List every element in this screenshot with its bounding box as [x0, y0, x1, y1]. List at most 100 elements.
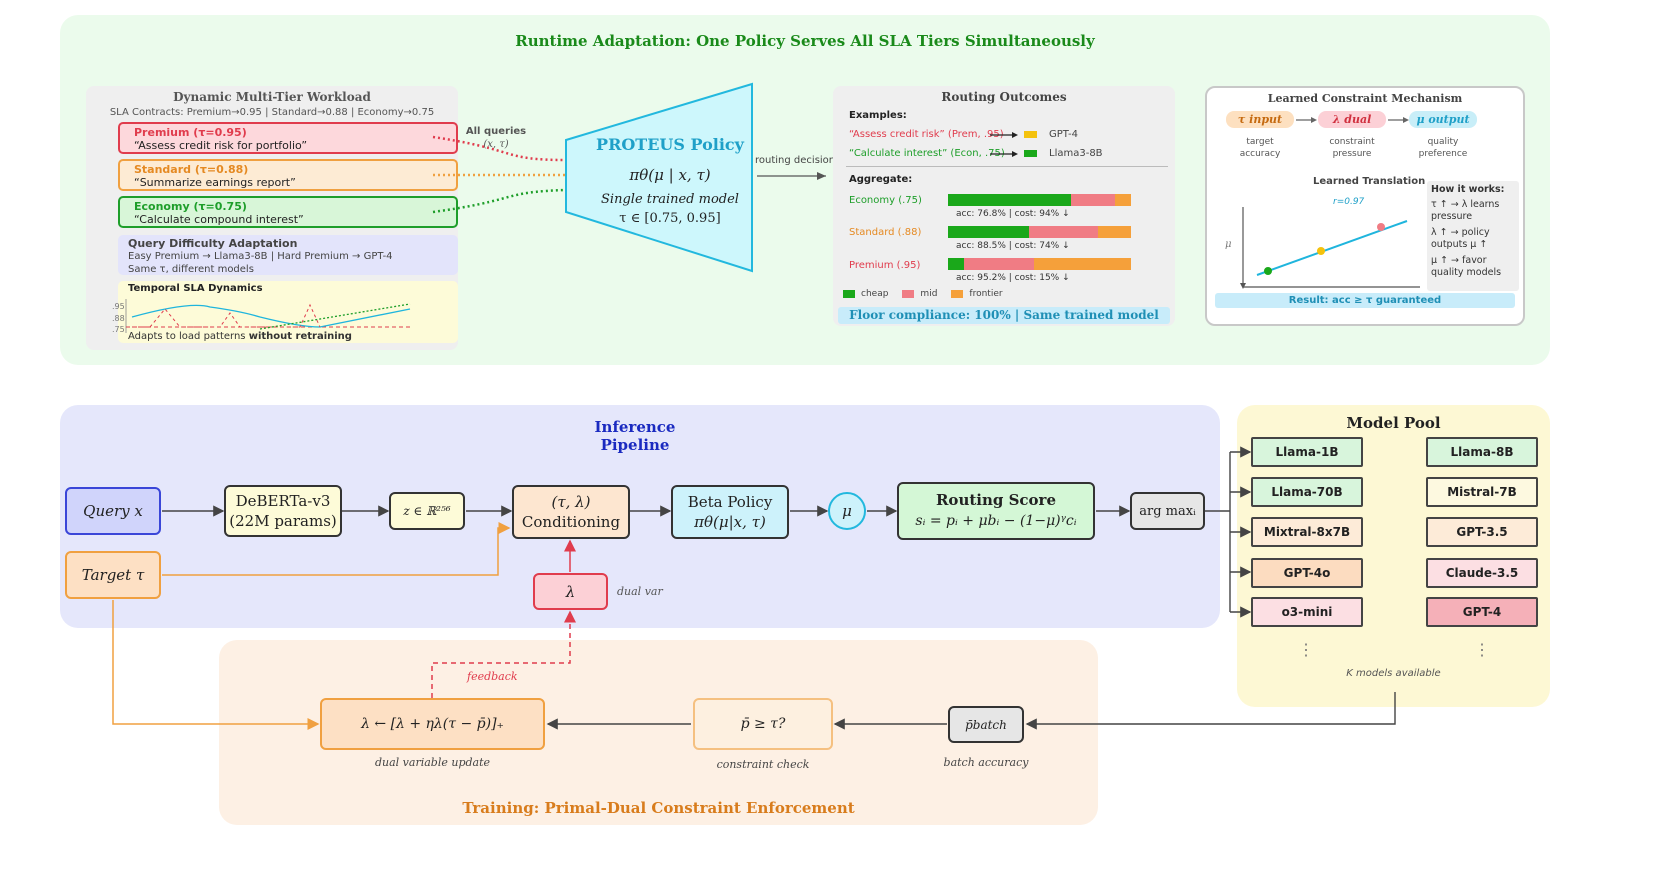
examples-title: Examples:: [849, 110, 907, 121]
model-llama-1b[interactable]: Llama-1B: [1251, 437, 1363, 467]
example-model-gpt4: GPT-4: [1049, 129, 1078, 140]
model-llama-70b[interactable]: Llama-70B: [1251, 477, 1363, 507]
deberta-line2: (22M params): [229, 512, 337, 530]
how-1: τ ↑ → λ learns pressure: [1431, 199, 1500, 222]
argmax-box[interactable]: arg maxᵢ: [1130, 492, 1205, 530]
point-premium: [1377, 223, 1385, 231]
tier-economy-label: Economy (τ=0.75): [134, 200, 247, 213]
beta-policy-box[interactable]: Beta Policy πθ(μ|x, τ): [671, 485, 789, 539]
chip-tau-sub2: accuracy: [1239, 149, 1281, 159]
tier-standard[interactable]: Standard (τ=0.88) “Summarize earnings re…: [118, 159, 458, 191]
all-queries-label: All queries (x, τ): [460, 125, 532, 151]
tick-95: .95: [112, 302, 125, 311]
translation-plot: [1240, 207, 1420, 289]
model-gpt-4o[interactable]: GPT-4o: [1251, 558, 1363, 588]
dual-var-label: dual var: [617, 585, 663, 598]
mechanism-result: Result: acc ≥ τ guaranteed: [1215, 293, 1515, 308]
bar-economy-frontier: [1114, 194, 1131, 206]
how-2: λ ↑ → policy outputs μ ↑: [1431, 227, 1490, 250]
pipeline-title: Inference Pipeline: [594, 418, 676, 454]
chip-lambda: λ dual: [1318, 111, 1386, 128]
how-3: μ ↑ → favor quality models: [1431, 255, 1502, 278]
example-arrows: [990, 131, 1037, 157]
constraint-check-box[interactable]: p̄ ≥ τ?: [693, 698, 833, 750]
workload-title: Dynamic Multi-Tier Workload: [173, 90, 371, 104]
point-economy: [1264, 267, 1272, 275]
tier-premium-label: Premium (τ=0.95): [134, 126, 247, 139]
model-mixtral-8x7b[interactable]: Mixtral-8x7B: [1251, 517, 1363, 547]
legend-frontier-swatch: [951, 290, 964, 298]
model-gpt-3-5[interactable]: GPT-3.5: [1426, 517, 1538, 547]
bar-economy-mid: [1070, 194, 1115, 206]
proteus-trapezoid: [565, 82, 753, 273]
temporal-caption-pre: Adapts to load patterns: [128, 331, 249, 342]
swatch-llama: [1024, 150, 1037, 157]
model-gpt-4[interactable]: GPT-4: [1426, 597, 1538, 627]
model-pool-title: Model Pool: [1346, 414, 1441, 432]
pool-dots-left: ⋮: [1298, 640, 1314, 659]
feedback-label: feedback: [467, 670, 518, 683]
aggregate-title: Aggregate:: [849, 174, 913, 185]
agg-label-standard: Standard (.88): [849, 227, 922, 238]
legend-mid-swatch: [902, 290, 915, 298]
model-mistral-7b[interactable]: Mistral-7B: [1426, 477, 1538, 507]
pool-footer: K models available: [1346, 668, 1441, 679]
bar-premium-cheap: [948, 258, 965, 270]
proteus-formula: πθ(μ | x, τ): [629, 166, 711, 184]
bar-standard-cheap: [948, 226, 1029, 238]
tier-standard-label: Standard (τ=0.88): [134, 163, 249, 176]
batch-accuracy-box[interactable]: p̄batch: [948, 706, 1024, 743]
model-o3-mini[interactable]: o3-mini: [1251, 597, 1363, 627]
legend-cheap: cheap: [861, 289, 889, 299]
sla-contracts: SLA Contracts: Premium→0.95 | Standard→0…: [109, 107, 435, 118]
point-standard: [1317, 247, 1325, 255]
example-model-llama: Llama3-8B: [1049, 148, 1103, 159]
agg-stats-standard: acc: 88.5% | cost: 74% ↓: [956, 241, 1070, 251]
beta-line2: πθ(μ|x, τ): [694, 513, 766, 531]
cond-line1: (τ, λ): [551, 493, 591, 511]
agg-label-premium: Premium (.95): [849, 260, 921, 271]
tick-88: .88: [112, 314, 125, 323]
dual-update-box[interactable]: λ ← [λ + ηλ(τ − p̄)]₊: [320, 698, 545, 750]
tier-premium[interactable]: Premium (τ=0.95) “Assess credit risk for…: [118, 122, 458, 154]
temporal-title: Temporal SLA Dynamics: [128, 283, 263, 294]
tier-economy[interactable]: Economy (τ=0.75) “Calculate compound int…: [118, 196, 458, 228]
r-label: r=0.97: [1333, 197, 1365, 207]
target-box[interactable]: Target τ: [65, 551, 161, 599]
constraint-check-caption: constraint check: [716, 758, 810, 771]
mechanism-title: Learned Constraint Mechanism: [1267, 92, 1463, 105]
model-claude-3-5[interactable]: Claude-3.5: [1426, 558, 1538, 588]
conditioning-box[interactable]: (τ, λ) Conditioning: [512, 485, 630, 539]
bar-premium-mid: [964, 258, 1034, 270]
tier-economy-query: “Calculate compound interest”: [134, 213, 304, 226]
chip-lambda-sub2: pressure: [1332, 149, 1372, 159]
legend-cheap-swatch: [843, 290, 855, 298]
model-llama-8b[interactable]: Llama-8B: [1426, 437, 1538, 467]
tick-75: .75: [112, 325, 125, 334]
chip-tau: τ input: [1226, 111, 1294, 128]
lambda-box[interactable]: λ: [533, 573, 608, 610]
runtime-title: Runtime Adaptation: One Policy Serves Al…: [515, 32, 1095, 50]
embedding-box: z ∈ ℝ²⁵⁶: [389, 492, 465, 530]
example-premium: “Assess credit risk” (Prem, .95): [849, 129, 1004, 140]
cond-line2: Conditioning: [521, 513, 621, 531]
deberta-line1: DeBERTa-v3: [235, 492, 331, 510]
routing-score-box[interactable]: Routing Score sᵢ = pᵢ + μbᵢ − (1−μ)ᵞcᵢ: [897, 482, 1095, 540]
batch-accuracy-caption: batch accuracy: [943, 756, 1029, 769]
floor-compliance: Floor compliance: 100% | Same trained mo…: [838, 307, 1170, 324]
proteus-graphic: [432, 82, 826, 273]
swatch-gpt4: [1024, 131, 1037, 138]
all-queries-line1: All queries: [465, 126, 527, 137]
temporal-caption-bold: without retraining: [248, 331, 352, 342]
how-title: How it works:: [1431, 184, 1505, 195]
how-it-works: How it works: τ ↑ → λ learns pressure λ …: [1427, 181, 1519, 291]
chip-mu-sub1: quality: [1427, 137, 1459, 147]
temporal-caption: Adapts to load patterns without retraini…: [128, 331, 352, 342]
tier-standard-query: “Summarize earnings report”: [134, 176, 296, 189]
query-box[interactable]: Query x: [65, 487, 161, 535]
deberta-box[interactable]: DeBERTa-v3 (22M params): [224, 485, 342, 537]
temporal-chart: .95 .88 .75: [112, 299, 411, 334]
